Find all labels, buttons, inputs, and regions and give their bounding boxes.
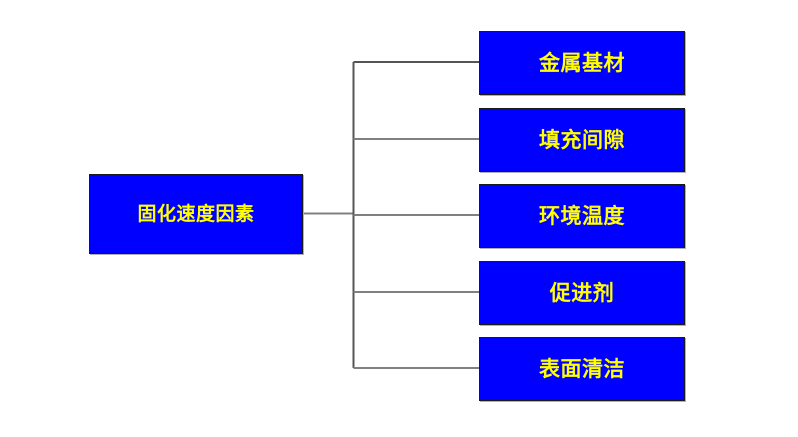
root-node[interactable]: 固化速度因素 [89, 174, 303, 254]
branch-node-label: 表面清洁 [539, 356, 625, 381]
branch-node-label: 填充间隙 [539, 127, 625, 152]
branch-node-label: 促进剂 [549, 280, 615, 305]
branch-node-label: 环境温度 [539, 203, 625, 228]
branch-node-surface-cleanliness[interactable]: 表面清洁 [479, 337, 685, 401]
branch-node-accelerator[interactable]: 促进剂 [479, 261, 685, 325]
root-node-label: 固化速度因素 [137, 202, 255, 225]
branch-node-metal-substrate[interactable]: 金属基材 [479, 31, 685, 95]
branch-node-fill-gap[interactable]: 填充间隙 [479, 108, 685, 172]
branch-node-ambient-temperature[interactable]: 环境温度 [479, 184, 685, 248]
branch-node-label: 金属基材 [539, 50, 625, 75]
